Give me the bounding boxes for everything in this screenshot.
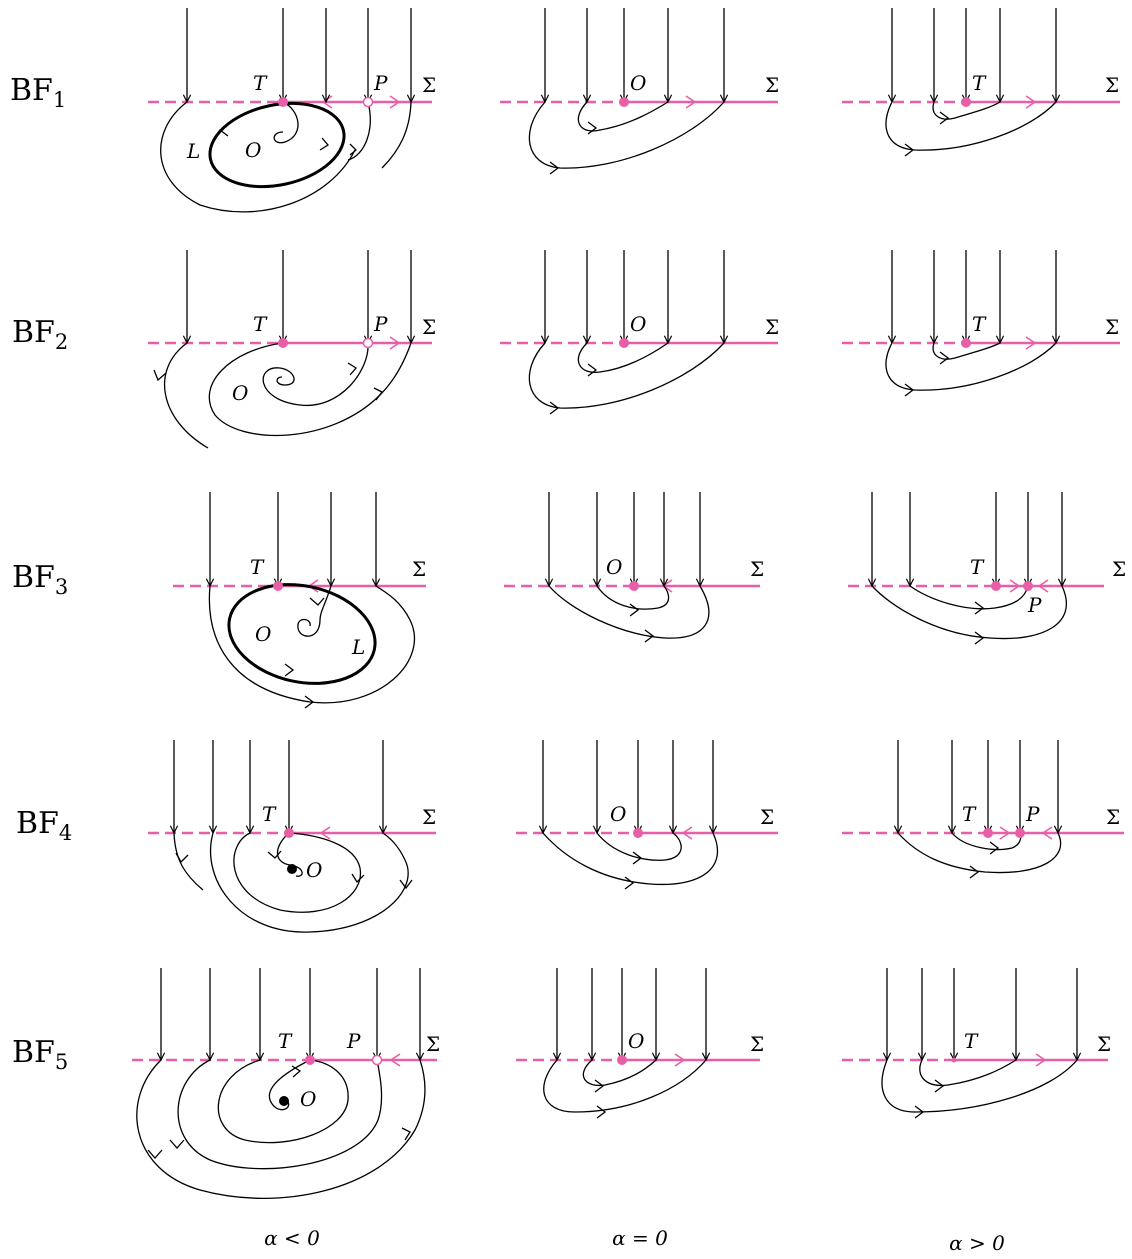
panel-bf3-alpha-zero: O Σ: [504, 492, 764, 643]
label-O: O: [630, 71, 646, 95]
panel-bf4-alpha-pos: T P Σ: [842, 740, 1124, 879]
label-sigma: Σ: [1105, 315, 1119, 339]
label-T: T: [278, 1029, 293, 1053]
label-T: T: [970, 555, 985, 579]
label-sigma: Σ: [1112, 557, 1126, 581]
panel-bf4-alpha-zero: O Σ: [516, 740, 778, 890]
label-T: T: [250, 555, 265, 579]
label-P: P: [373, 71, 388, 95]
row-labels: BF1 BF2 BF3 BF4 BF5: [10, 73, 72, 1074]
label-sigma: Σ: [765, 315, 779, 339]
label-O: O: [232, 381, 248, 405]
label-O: O: [628, 1029, 644, 1053]
label-sigma: Σ: [765, 73, 779, 97]
label-P: P: [346, 1029, 361, 1053]
label-sigma: Σ: [1106, 805, 1120, 829]
point-T: [278, 97, 288, 107]
label-T: T: [972, 71, 987, 95]
label-P: P: [1025, 802, 1040, 826]
point-P: [362, 96, 374, 108]
label-L: L: [351, 635, 365, 659]
label-O: O: [245, 138, 261, 162]
label-sigma: Σ: [422, 315, 436, 339]
sigma-arrow: [389, 95, 401, 109]
label-P: P: [373, 312, 388, 336]
label-O: O: [255, 622, 271, 646]
row-label-bf5: BF5: [12, 1035, 68, 1074]
label-sigma: Σ: [1097, 1032, 1111, 1056]
label-sigma: Σ: [426, 1032, 440, 1056]
label-sigma: Σ: [422, 805, 436, 829]
row-label-bf4: BF4: [16, 806, 72, 845]
panel-bf3-alpha-neg: T Σ O L: [173, 492, 426, 709]
row-label-bf2: BF2: [12, 315, 68, 354]
panel-bf2-alpha-zero: O Σ: [500, 250, 779, 415]
label-sigma: Σ: [422, 73, 436, 97]
label-sigma: Σ: [1105, 73, 1119, 97]
label-O: O: [610, 802, 626, 826]
column-label-zero: α = 0: [612, 1226, 668, 1250]
label-sigma: Σ: [760, 805, 774, 829]
panel-bf1-alpha-pos: T Σ: [842, 8, 1120, 157]
column-label-negative: α < 0: [264, 1226, 320, 1250]
column-labels: α < 0 α = 0 α > 0: [264, 1226, 1005, 1255]
limit-cycle-L: [208, 101, 346, 189]
label-T: T: [972, 312, 987, 336]
label-T: T: [253, 312, 268, 336]
panel-bf2-alpha-neg: T P Σ O: [148, 250, 436, 449]
panel-bf2-alpha-pos: T Σ: [842, 250, 1120, 397]
panel-bf3-alpha-pos: T P Σ: [848, 492, 1126, 645]
label-sigma: Σ: [412, 557, 426, 581]
label-sigma: Σ: [750, 1032, 764, 1056]
label-T: T: [964, 1029, 979, 1053]
panel-bf4-alpha-neg: T Σ O: [148, 740, 436, 933]
label-L: L: [186, 139, 200, 163]
panel-bf5-alpha-pos: T Σ: [842, 968, 1111, 1119]
label-O: O: [300, 1087, 316, 1111]
label-O: O: [306, 858, 322, 882]
label-T: T: [253, 71, 268, 95]
label-P: P: [1027, 593, 1042, 617]
panel-bf5-alpha-zero: O Σ: [516, 968, 764, 1119]
panel-bf5-alpha-neg: T P Σ O: [132, 968, 440, 1199]
label-sigma: Σ: [750, 557, 764, 581]
label-T: T: [262, 802, 277, 826]
label-T: T: [962, 802, 977, 826]
column-label-positive: α > 0: [949, 1231, 1005, 1255]
panel-bf1-alpha-neg: T P Σ O L: [148, 8, 436, 213]
row-label-bf3: BF3: [12, 560, 68, 599]
panel-bf1-alpha-zero: O Σ: [500, 8, 779, 175]
label-O: O: [630, 312, 646, 336]
row-label-bf1: BF1: [10, 73, 66, 112]
label-O: O: [606, 555, 622, 579]
